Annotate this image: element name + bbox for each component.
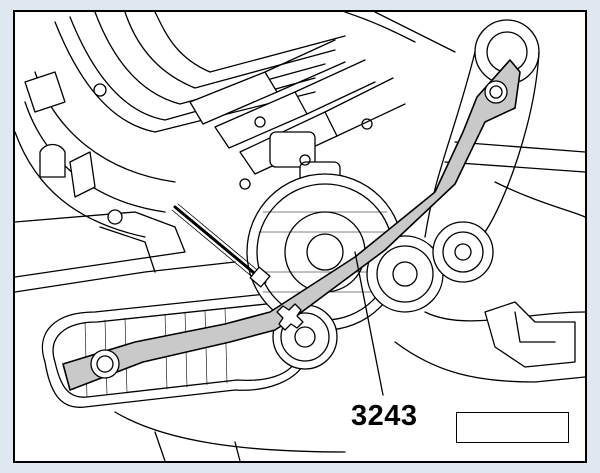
right-pulleys bbox=[366, 19, 585, 322]
lower-right-bracket bbox=[114, 301, 585, 461]
figure-reference-box bbox=[456, 412, 569, 443]
callout-leader-line bbox=[354, 251, 384, 396]
illustration-frame: 3243 bbox=[13, 10, 587, 463]
ignition-coils bbox=[93, 39, 406, 193]
engine-line-drawing bbox=[15, 12, 585, 461]
tool-number-label: 3243 bbox=[351, 400, 418, 432]
tool-3243 bbox=[62, 59, 521, 391]
left-components bbox=[15, 71, 236, 293]
threaded-rod bbox=[171, 203, 271, 288]
